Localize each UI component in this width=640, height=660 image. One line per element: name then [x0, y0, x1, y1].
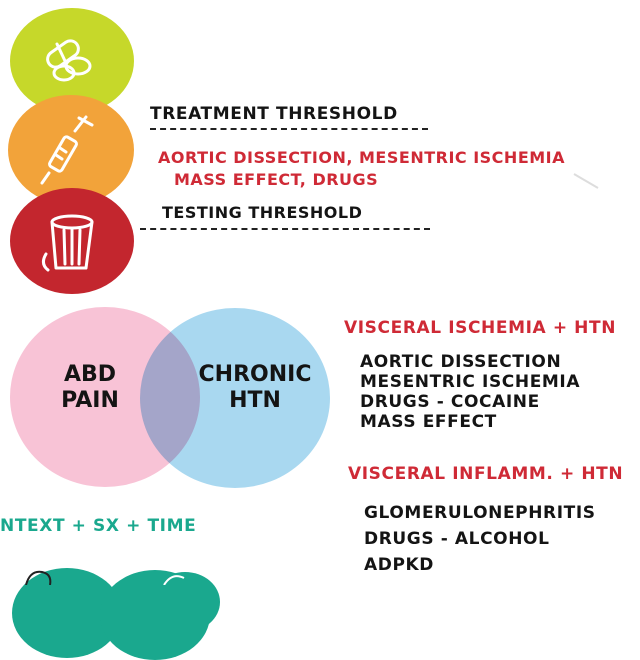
list-item: MESENTRIC ISCHEMIA [360, 372, 581, 392]
venn-left-line-2: PAIN [61, 388, 119, 413]
venn-left-label: ABD PAIN [40, 362, 140, 414]
visceral-ischemia-list: AORTIC DISSECTION MESENTRIC ISCHEMIA DRU… [360, 352, 580, 432]
list-item: AORTIC DISSECTION [360, 352, 562, 372]
treatment-threshold-label: TREATMENT THRESHOLD [150, 104, 398, 124]
bottom-doodle-icon [25, 570, 52, 585]
visceral-inflamm-heading: VISCERAL INFLAMM. + HTN [348, 464, 624, 484]
venn-right-line-2: HTN [229, 388, 281, 413]
trash-bin-icon [41, 214, 94, 272]
pills-icon [46, 39, 92, 82]
visceral-ischemia-heading: VISCERAL ISCHEMIA + HTN [344, 318, 617, 338]
venn-right-line-1: CHRONIC [198, 362, 312, 387]
testing-threshold-label: TESTING THRESHOLD [162, 203, 363, 222]
conditions-line-1: AORTIC DISSECTION, MESENTRIC ISCHEMIA [158, 148, 565, 167]
visceral-inflamm-list: GLOMERULONEPHRITIS DRUGS - ALCOHOL ADPKD [364, 500, 596, 578]
list-item: ADPKD [364, 555, 435, 575]
venn-right-label: CHRONIC HTN [195, 362, 315, 414]
syringe-icon [40, 115, 94, 185]
treatment-threshold-line [150, 128, 428, 130]
testing-threshold-line [140, 228, 430, 230]
bottom-doodle-icon-2 [163, 575, 185, 585]
orange-circle [8, 95, 134, 205]
venn-chronic-htn-circle [140, 308, 330, 488]
list-item: GLOMERULONEPHRITIS [364, 503, 596, 523]
conditions-line-2: MASS EFFECT, DRUGS [174, 170, 379, 189]
list-item: DRUGS - ALCOHOL [364, 529, 550, 549]
venn-left-line-1: ABD [63, 362, 117, 387]
context-label: NTEXT + Sx + TIME [0, 516, 197, 536]
list-item: DRUGS - COCAINE [360, 392, 540, 412]
pencil-mark [573, 173, 599, 189]
list-item: MASS EFFECT [360, 412, 497, 432]
